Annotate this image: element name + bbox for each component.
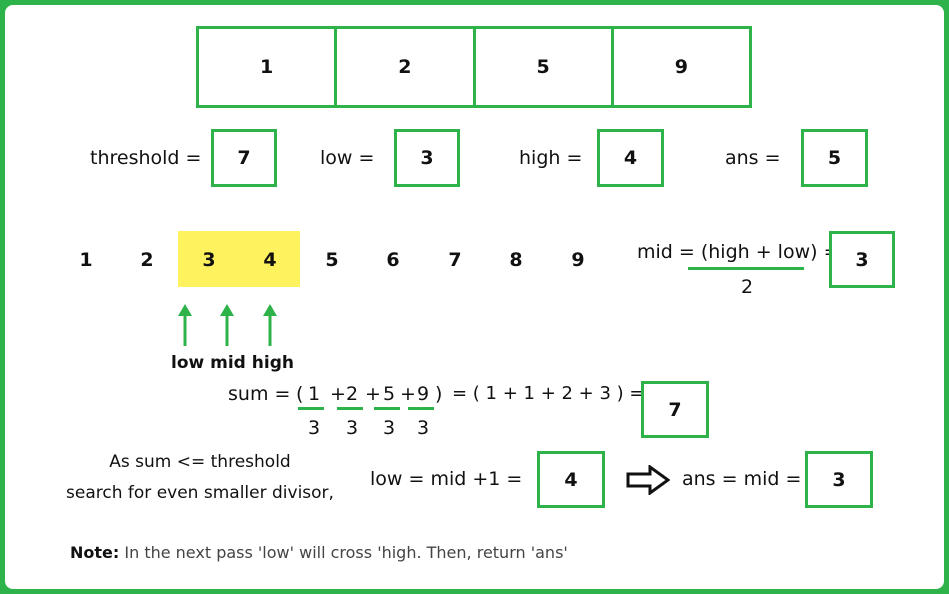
reasoning-line-1: As sum <= threshold — [109, 452, 291, 472]
fraction-bar — [408, 407, 434, 410]
up-arrow-icon — [178, 304, 192, 346]
mid-formula-denominator: 2 — [741, 276, 754, 298]
range-number: 5 — [325, 249, 339, 271]
range-number: 9 — [571, 249, 585, 271]
array-cell: 5 — [476, 29, 614, 105]
sum-term: 9 — [416, 383, 430, 405]
ans-label: ans = — [725, 147, 781, 169]
range-number: 8 — [509, 249, 523, 271]
ans-value-box: 5 — [801, 129, 868, 187]
sum-denominator: 3 — [416, 417, 430, 439]
sum-plus: + — [330, 383, 346, 405]
sum-denominator: 3 — [382, 417, 396, 439]
high-value-box: 4 — [597, 129, 664, 187]
sum-denominator: 3 — [345, 417, 359, 439]
sum-denominator: 3 — [307, 417, 321, 439]
threshold-label: threshold = — [90, 147, 202, 169]
sum-paren-open: ( — [296, 383, 304, 405]
sum-expansion: = ( 1 + 1 + 2 + 3 ) = — [452, 383, 645, 404]
mid-fraction-bar — [688, 267, 804, 270]
ans-update-value-box: 3 — [805, 451, 873, 508]
sum-term: 5 — [382, 383, 396, 405]
sum-term: 1 — [307, 383, 321, 405]
note-label: Note: — [70, 543, 120, 562]
fraction-bar — [298, 407, 324, 410]
right-arrow-icon — [626, 465, 670, 495]
low-value-box: 3 — [394, 129, 460, 187]
reasoning-line-2: search for even smaller divisor, — [66, 483, 334, 503]
sum-term: 2 — [345, 383, 359, 405]
low-update-label: low = mid +1 = — [370, 468, 523, 490]
sum-plus: + — [365, 383, 381, 405]
array-cell: 1 — [199, 29, 338, 105]
array-cell: 2 — [337, 29, 476, 105]
high-label: high = — [519, 147, 583, 169]
pointer-arrows — [178, 304, 277, 346]
mid-value-box: 3 — [829, 231, 895, 288]
range-number: 6 — [386, 249, 400, 271]
note: Note: In the next pass 'low' will cross … — [70, 543, 568, 562]
range-number: 2 — [140, 249, 154, 271]
input-array: 1 2 5 9 — [196, 26, 752, 108]
range-number: 7 — [448, 249, 462, 271]
range-number: 4 — [263, 249, 277, 271]
low-label: low = — [320, 147, 375, 169]
up-arrow-icon — [263, 304, 277, 346]
low-update-value-box: 4 — [537, 451, 605, 508]
range-highlight — [178, 231, 300, 287]
array-cell: 9 — [674, 56, 688, 78]
sum-paren-close: ) — [435, 383, 443, 405]
sum-value-box: 7 — [641, 381, 709, 438]
ans-update-label: ans = mid = — [682, 468, 802, 490]
note-text: In the next pass 'low' will cross 'high.… — [119, 543, 568, 562]
threshold-value-box: 7 — [211, 129, 277, 187]
range-number: 3 — [202, 249, 216, 271]
fraction-bar — [337, 407, 363, 410]
up-arrow-icon — [220, 304, 234, 346]
fraction-bar — [374, 407, 400, 410]
mid-formula-numerator: mid = (high + low) = — [637, 241, 840, 263]
range-number: 1 — [79, 249, 93, 271]
pointers-label: low mid high — [171, 353, 294, 373]
sum-label: sum = — [228, 383, 291, 405]
sum-plus: + — [400, 383, 416, 405]
